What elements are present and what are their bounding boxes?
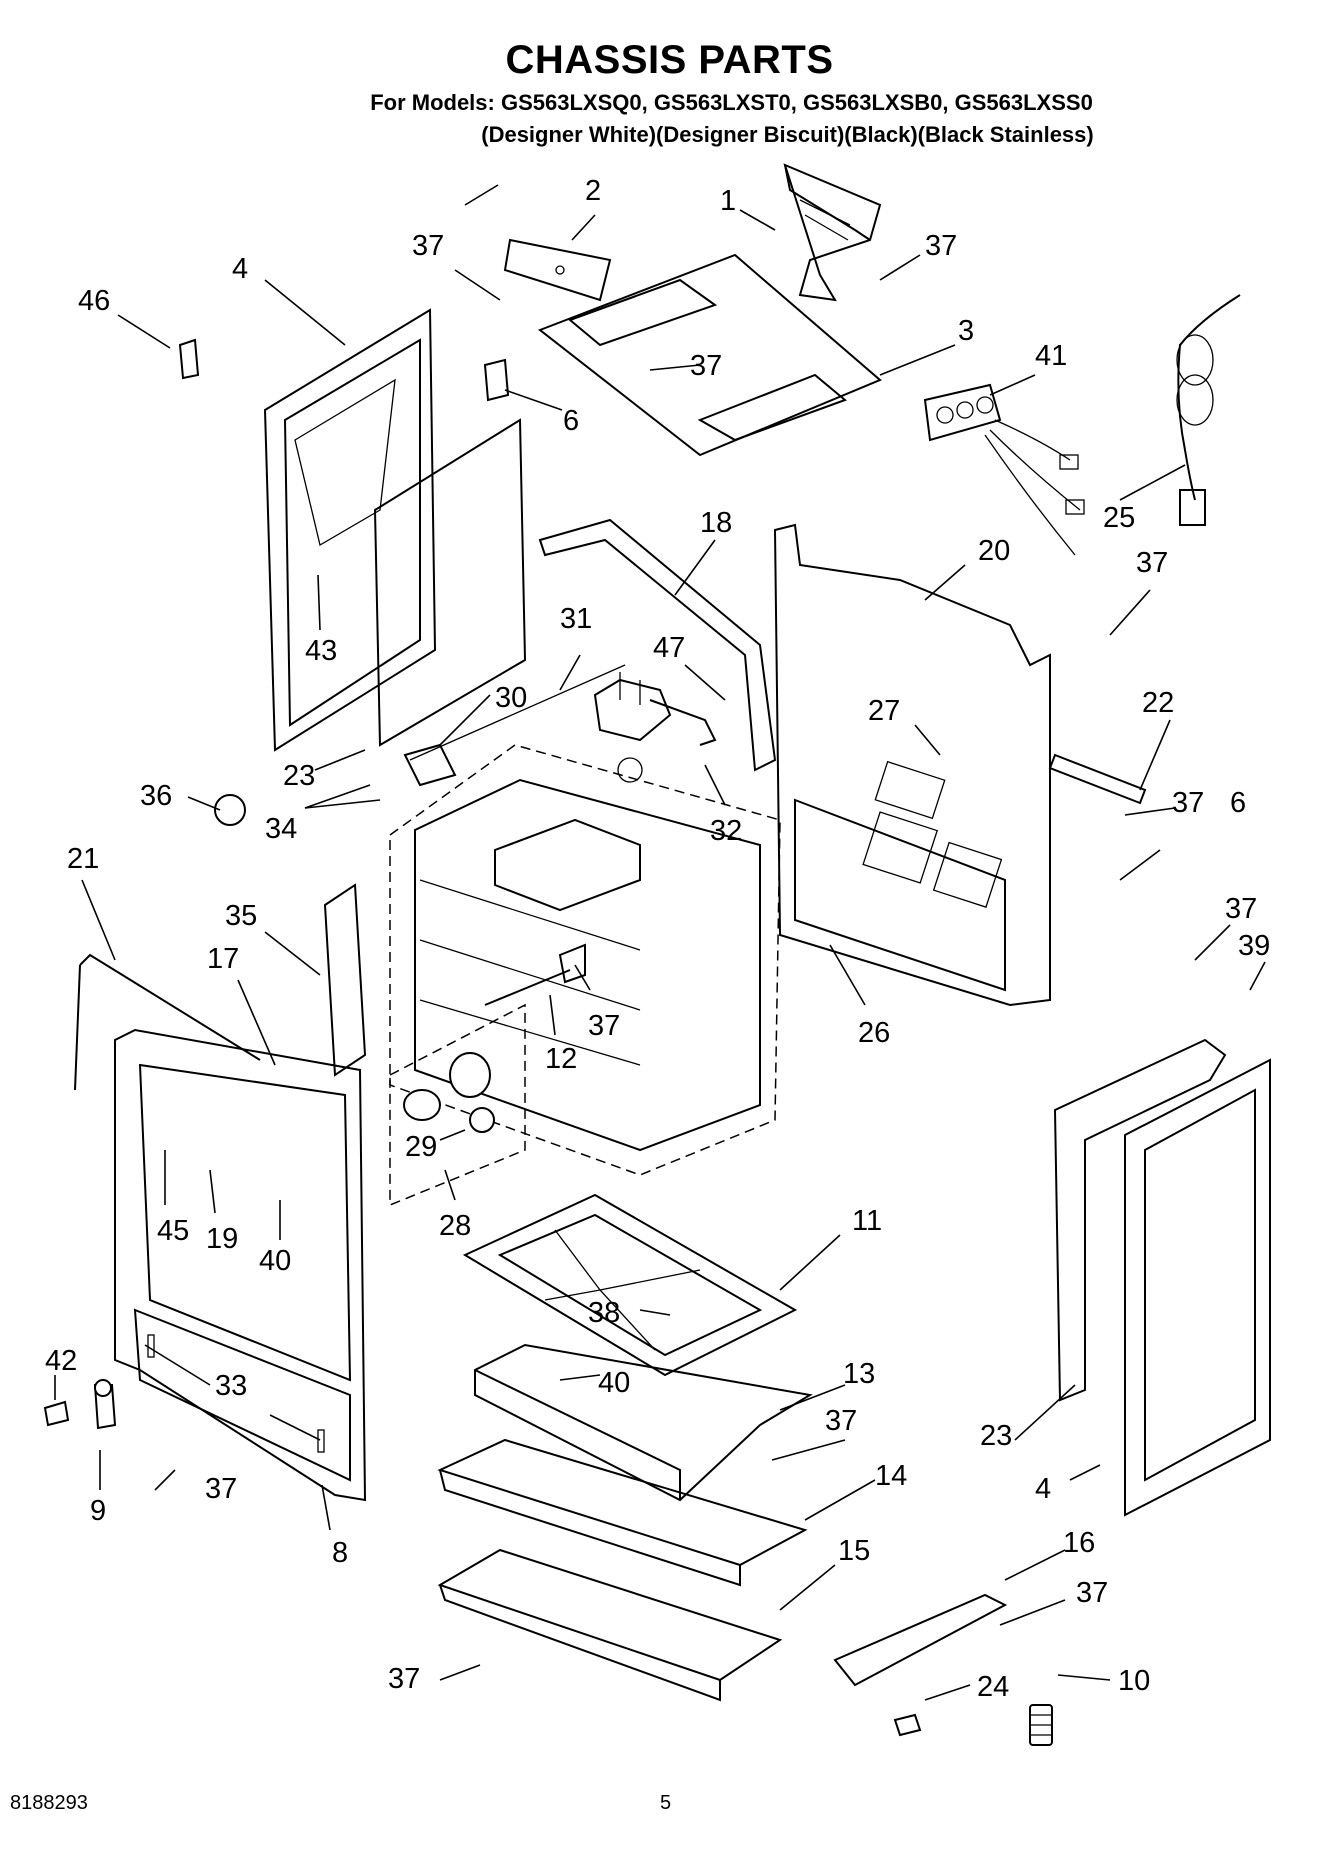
- callout-labels: 1 2 3 4 46 37 37 37 6 41 25 18 20 37 31 …: [45, 175, 1270, 1703]
- callout-6: 6: [1230, 787, 1246, 819]
- callout-40: 40: [259, 1245, 291, 1277]
- callout-43: 43: [305, 635, 337, 667]
- callout-40: 40: [598, 1367, 630, 1399]
- callout-18: 18: [700, 507, 732, 539]
- part-broiler-tray: [437, 1438, 808, 1587]
- part-rear-panel: [773, 523, 1051, 1007]
- part-bracket: [503, 238, 612, 302]
- callout-26: 26: [858, 1017, 890, 1049]
- callout-19: 19: [206, 1223, 238, 1255]
- part-bracket-plate: [323, 883, 367, 1077]
- models-line: For Models: GS563LXSQ0, GS563LXST0, GS56…: [370, 90, 1093, 115]
- callout-1: 1: [720, 185, 736, 217]
- callout-29: 29: [405, 1131, 437, 1163]
- colors-line: (Designer White)(Designer Biscuit)(Black…: [481, 122, 1094, 147]
- callout-24: 24: [977, 1671, 1009, 1703]
- callout-37: 37: [1136, 547, 1168, 579]
- callout-35: 35: [225, 900, 257, 932]
- callout-45: 45: [157, 1215, 189, 1247]
- part-insulation: [373, 418, 527, 747]
- part-seal: [74, 953, 261, 1091]
- part-oven-bottom: [462, 1193, 798, 1377]
- page-number: 5: [660, 1792, 672, 1814]
- part-gasket: [538, 518, 777, 772]
- part-power-cord: [1176, 294, 1241, 526]
- callout-3: 3: [958, 315, 974, 347]
- callout-37: 37: [412, 230, 444, 262]
- part-plug: [214, 794, 246, 826]
- callout-37: 37: [825, 1405, 857, 1437]
- part-base-rail: [833, 1593, 1008, 1687]
- callout-8: 8: [332, 1537, 348, 1569]
- callout-37: 37: [1076, 1577, 1108, 1609]
- callout-32: 32: [710, 815, 742, 847]
- callout-16: 16: [1063, 1527, 1095, 1559]
- callout-37: 37: [1172, 787, 1204, 819]
- part-wire: [409, 664, 626, 761]
- part-bottom-pan: [437, 1548, 783, 1702]
- part-wire-harness: [923, 383, 1085, 556]
- callout-37: 37: [1225, 893, 1257, 925]
- callout-23: 23: [283, 760, 315, 792]
- callout-6: 6: [563, 405, 579, 437]
- callout-38: 38: [588, 1297, 620, 1329]
- part-sensor: [484, 943, 586, 1006]
- part-burner-tray: [474, 1343, 813, 1502]
- part-foot: [43, 1379, 117, 1430]
- callout-47: 47: [653, 632, 685, 664]
- callout-37: 37: [690, 350, 722, 382]
- callout-4: 4: [1035, 1473, 1051, 1505]
- part-igniter-assembly: [593, 672, 717, 783]
- callout-25: 25: [1103, 502, 1135, 534]
- callout-37: 37: [588, 1010, 620, 1042]
- callout-17: 17: [207, 943, 239, 975]
- callout-37: 37: [205, 1473, 237, 1505]
- callout-21: 21: [67, 843, 99, 875]
- part-rail: [1048, 753, 1147, 805]
- callout-13: 13: [843, 1358, 875, 1390]
- part-burner-bracket: [403, 743, 457, 787]
- callout-12: 12: [545, 1043, 577, 1075]
- callout-36: 36: [140, 780, 172, 812]
- part-top-panel: [537, 253, 882, 457]
- part-leveler: [1029, 1704, 1053, 1746]
- part-vent-duct: [783, 163, 882, 302]
- callout-30: 30: [495, 682, 527, 714]
- callout-20: 20: [978, 535, 1010, 567]
- callout-28: 28: [439, 1210, 471, 1242]
- part-front-frame: [114, 1028, 367, 1502]
- callout-33: 33: [215, 1370, 247, 1402]
- callout-15: 15: [838, 1535, 870, 1567]
- document-number: 8188293: [10, 1792, 88, 1814]
- callout-37: 37: [388, 1663, 420, 1695]
- callout-42: 42: [45, 1345, 77, 1377]
- callout-23: 23: [980, 1420, 1012, 1452]
- callout-27: 27: [868, 695, 900, 727]
- callout-14: 14: [875, 1460, 907, 1492]
- callout-46: 46: [78, 285, 110, 317]
- part-floor-clip: [893, 1713, 922, 1737]
- callout-37: 37: [925, 230, 957, 262]
- callout-9: 9: [90, 1495, 106, 1527]
- callout-10: 10: [1118, 1665, 1150, 1697]
- part-light-assembly: [389, 1003, 526, 1207]
- callout-2: 2: [585, 175, 601, 207]
- callout-31: 31: [560, 603, 592, 635]
- callout-4: 4: [232, 253, 248, 285]
- page-title: CHASSIS PARTS: [505, 38, 834, 82]
- callout-34: 34: [265, 813, 297, 845]
- callout-22: 22: [1142, 687, 1174, 719]
- part-side-panel-right: [1053, 1038, 1271, 1517]
- leader-lines: [54, 184, 1266, 1701]
- part-small-bracket: [483, 358, 510, 402]
- callout-11: 11: [852, 1205, 882, 1237]
- part-clip: [178, 338, 200, 380]
- callout-39: 39: [1238, 930, 1270, 962]
- callout-41: 41: [1035, 340, 1067, 372]
- part-side-panel-left: [263, 308, 437, 752]
